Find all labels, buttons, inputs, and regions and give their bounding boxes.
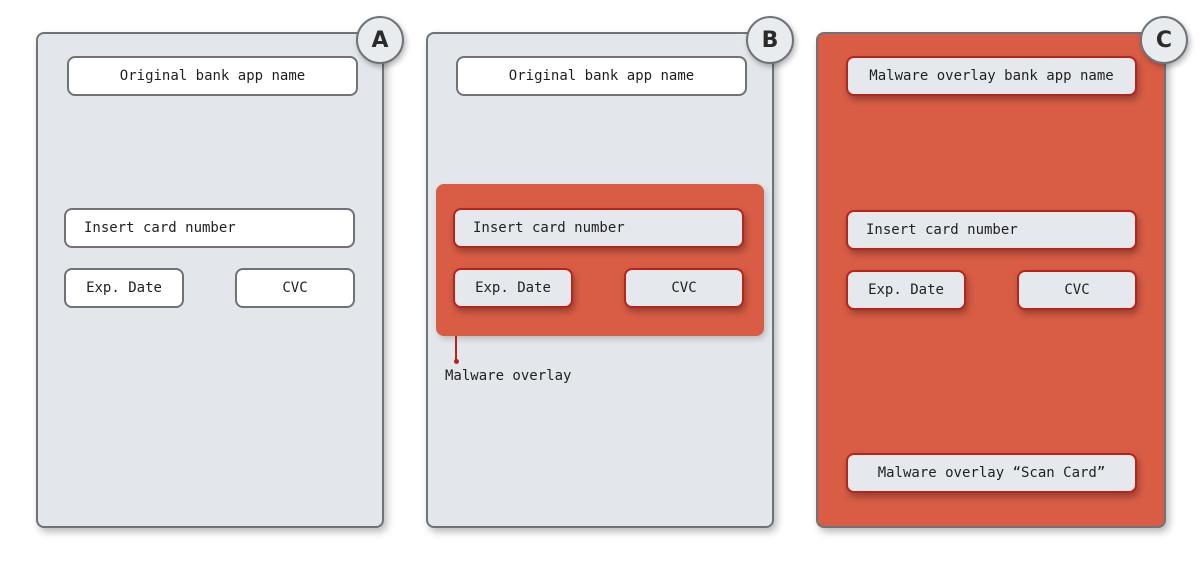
overlay-callout-dot (453, 359, 459, 364)
cvc-field[interactable]: CVC (235, 268, 355, 308)
card-number-field[interactable]: Insert card number (846, 210, 1137, 250)
cvc-field[interactable]: CVC (1017, 270, 1137, 310)
app-name-field: Original bank app name (67, 56, 358, 96)
exp-date-field[interactable]: Exp. Date (64, 268, 184, 308)
app-name-field: Original bank app name (456, 56, 747, 96)
exp-date-field[interactable]: Exp. Date (453, 268, 573, 308)
exp-date-field[interactable]: Exp. Date (846, 270, 966, 310)
panel-badge-b: B (746, 16, 794, 64)
malware-overlay-panel (436, 184, 764, 336)
card-number-field[interactable]: Insert card number (453, 208, 744, 248)
overlay-callout-line (455, 336, 457, 362)
panel-badge-c: C (1140, 16, 1188, 64)
cvc-field[interactable]: CVC (624, 268, 744, 308)
panel-badge-a: A (356, 16, 404, 64)
card-number-field[interactable]: Insert card number (64, 208, 355, 248)
scan-card-button[interactable]: Malware overlay “Scan Card” (846, 453, 1137, 493)
overlay-callout-label: Malware overlay (445, 368, 572, 384)
app-name-field: Malware overlay bank app name (846, 56, 1137, 96)
